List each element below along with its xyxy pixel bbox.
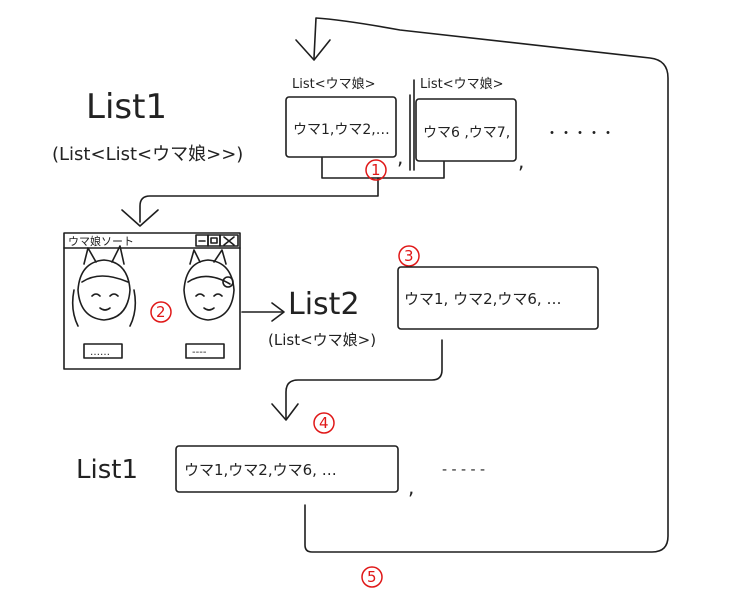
sep-comma-b: ,: [518, 149, 524, 173]
step-2-circle: [150, 301, 172, 323]
step-3-circle: [398, 245, 420, 267]
list1-bottom-box-text: ウマ1,ウマ2,ウマ6, …: [184, 461, 337, 479]
step-5-label: 5: [367, 568, 377, 586]
step-4-circle: [313, 412, 335, 434]
list2-type: (List<ウマ娘>): [268, 331, 376, 349]
sort-btn-right[interactable]: [185, 343, 225, 359]
list1-bottom-box: [175, 445, 399, 493]
arrow-to-list1-bottom: [285, 339, 443, 419]
list1-top-name: List1: [86, 87, 167, 127]
step-4-label: 4: [319, 414, 329, 432]
list1-top-box-b: [415, 98, 517, 162]
close-icon: [223, 236, 235, 246]
list1-bottom-ellipsis: - - - - -: [442, 462, 485, 478]
list1-top-box-a-text: ウマ1,ウマ2,…: [293, 122, 390, 138]
list1-bottom-comma: ,: [408, 475, 414, 499]
list2-box: [397, 266, 599, 330]
list2-box-text: ウマ1, ウマ2,ウマ6, …: [404, 290, 561, 308]
sort-window-title: ウマ娘ソート: [68, 234, 134, 248]
list1-top-type: (List<List<ウマ娘>>): [52, 144, 243, 165]
sort-btn-left[interactable]: [83, 343, 123, 359]
list1-bottom-name: List1: [76, 455, 138, 485]
list1-top-ellipsis: ・・・・・: [545, 126, 615, 142]
step-3-label: 3: [404, 247, 414, 265]
maximize-button[interactable]: [207, 234, 221, 247]
step-2-label: 2: [156, 303, 166, 321]
inner-label-a: List<ウマ娘>: [292, 77, 376, 92]
character-left-avatar: [71, 245, 137, 327]
loop-arrowhead: [295, 39, 331, 61]
step-5-circle: [361, 566, 383, 588]
list1-top-box-a: [285, 96, 397, 158]
step-1-circle: [365, 159, 387, 181]
sort-btn-left-label: ……: [90, 347, 110, 358]
sort-btn-right-label: ----: [192, 347, 207, 358]
list1-top-box-b-text: ウマ6 ,ウマ7,: [423, 125, 510, 141]
sep-comma-a: ,: [397, 145, 403, 169]
sort-window: [63, 232, 241, 370]
arrow-to-sort: [139, 177, 379, 223]
step-1-label: 1: [371, 161, 381, 179]
loop-back-arrow: [304, 17, 669, 553]
inner-label-b: List<ウマ娘>: [420, 77, 504, 92]
list2-name: List2: [288, 287, 360, 322]
close-button[interactable]: [219, 234, 239, 247]
character-right-avatar: [183, 249, 235, 321]
